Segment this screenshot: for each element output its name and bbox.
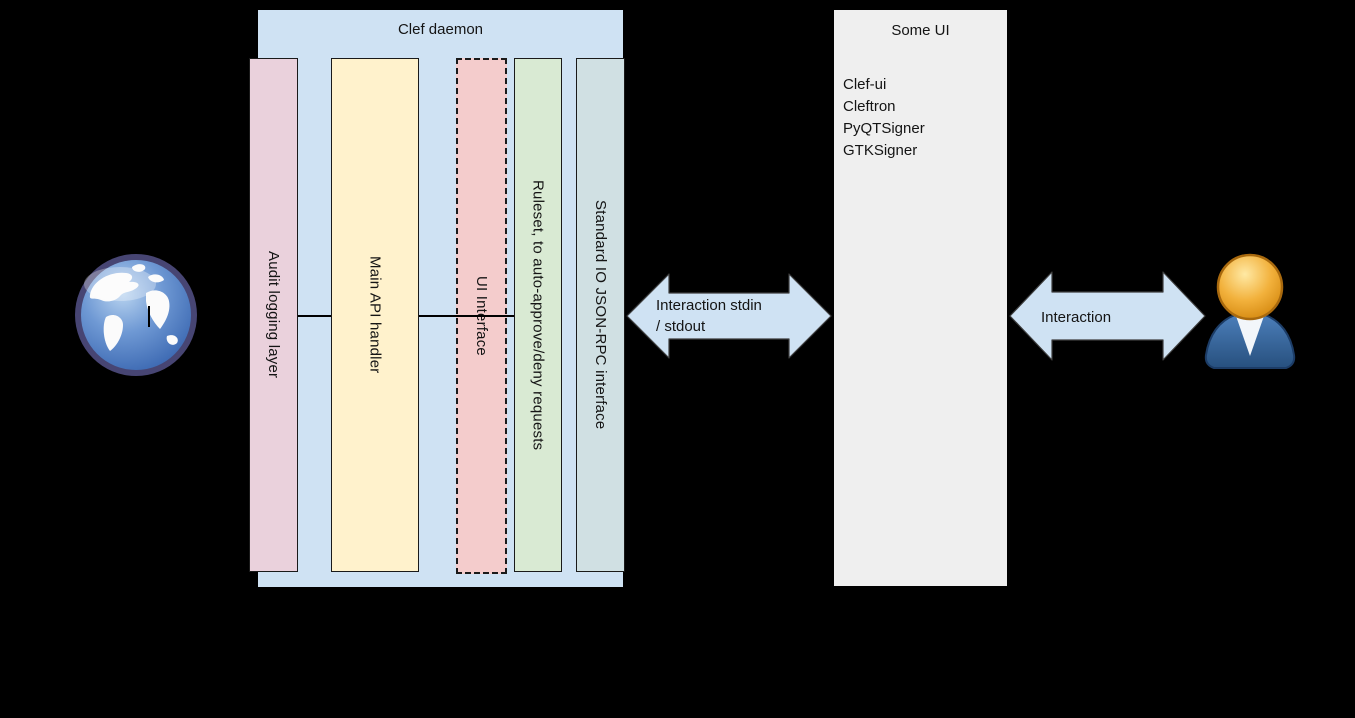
clef-daemon-box [257, 9, 624, 588]
person-icon [1202, 252, 1298, 372]
layer-label: Audit logging layer [265, 251, 282, 379]
layer-label: Standard IO JSON-RPC interface [592, 200, 609, 430]
stdin-stdout-arrow-label: Interaction stdin / stdout [656, 295, 762, 337]
globe-icon [72, 251, 200, 379]
stdin-stdout-arrow [626, 273, 832, 359]
some-ui-list: Clef-ui Cleftron PyQTSigner GTKSigner [843, 74, 925, 162]
layer-audit-logging: Audit logging layer [249, 58, 298, 572]
list-item: GTKSigner [843, 142, 918, 159]
some-ui-title: Some UI [891, 22, 950, 39]
layer-stdio-jsonrpc: Standard IO JSON-RPC interface [576, 58, 625, 572]
layer-label: Main API handler [366, 256, 384, 374]
layer-ruleset: Ruleset, to auto-approve/deny requests [514, 58, 562, 572]
interaction-arrow [1009, 271, 1206, 361]
arrow-label-line2: / stdout [656, 318, 706, 335]
arrow-label-line1: Interaction stdin [656, 297, 762, 314]
layer-main-api-handler: Main API handler [331, 58, 419, 572]
interaction-arrow-label: Interaction [1041, 309, 1112, 326]
layer-label: Ruleset, to auto-approve/deny requests [529, 179, 547, 451]
list-item: PyQTSigner [843, 120, 925, 137]
list-item: Clef-ui [843, 76, 887, 93]
some-ui-box: Some UI Clef-ui Cleftron PyQTSigner GTKS… [833, 9, 1008, 587]
list-item: Cleftron [843, 98, 896, 115]
connector-tick [148, 306, 150, 327]
clef-daemon-title: Clef daemon [397, 21, 484, 38]
